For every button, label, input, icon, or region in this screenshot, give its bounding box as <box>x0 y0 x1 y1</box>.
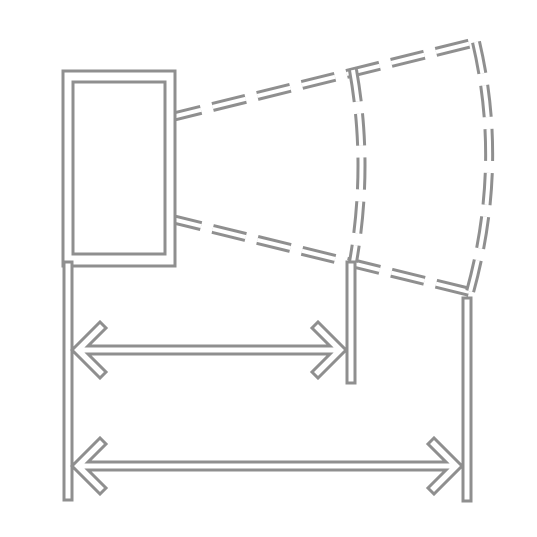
sensor-device-icon <box>61 69 177 268</box>
dashed-detection-beam <box>163 37 495 297</box>
beam-far-arc <box>465 40 495 294</box>
device-inner-frame <box>71 80 167 256</box>
near-range-arrow-shape <box>69 319 349 381</box>
beam-far-arc-core <box>468 41 492 293</box>
beam-lower-edge-core <box>167 216 471 294</box>
far-range-arrow-shape <box>69 435 465 497</box>
beam-upper-edge-core <box>167 40 477 120</box>
near-range-arrow <box>69 319 349 381</box>
far-post <box>461 296 473 503</box>
near-post <box>345 260 357 385</box>
far-range-arrow <box>69 435 465 497</box>
beam-near-arc-core <box>351 69 364 263</box>
device-outer-frame <box>61 69 177 268</box>
origin-post <box>62 260 74 502</box>
reference-posts <box>62 260 473 503</box>
